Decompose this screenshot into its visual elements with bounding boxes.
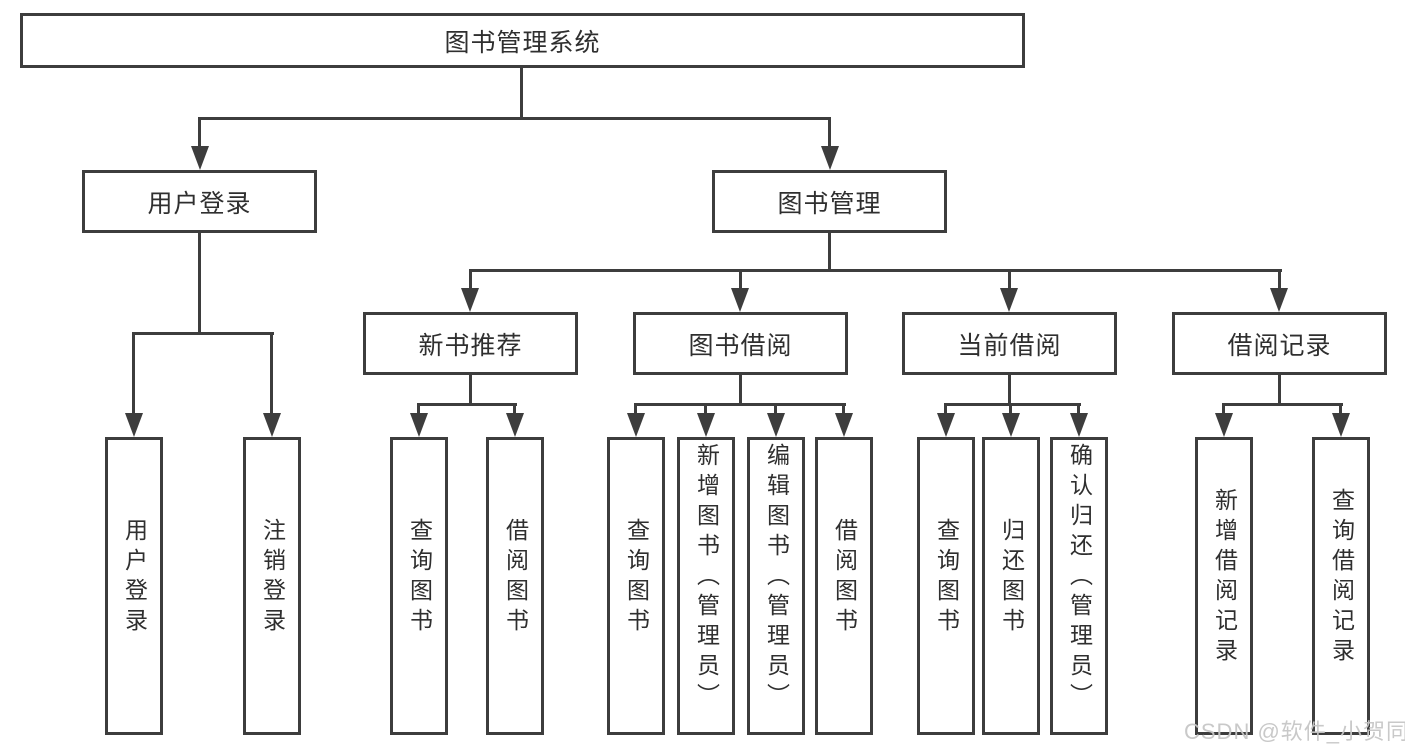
leaf-return-books: 归还图书 [982, 437, 1040, 735]
leaf-borrow-books-borrowing: 借阅图书 [815, 437, 873, 735]
connector-line [944, 403, 947, 416]
arrow-down-icon [937, 413, 955, 437]
arrow-down-icon [1215, 413, 1233, 437]
leaf-add-borrow-record: 新增借阅记录 [1195, 437, 1253, 735]
connector-line [634, 403, 846, 406]
node-label: 用户登录 [147, 189, 252, 218]
connector-line [1278, 269, 1281, 291]
connector-line [1278, 375, 1281, 406]
leaf-query-borrow-record: 查询借阅记录 [1312, 437, 1370, 735]
connector-line [417, 403, 420, 416]
connector-line [634, 403, 637, 416]
connector-line [704, 403, 707, 416]
leaf-borrow-books-recommend: 借阅图书 [486, 437, 544, 735]
leaf-label: 新增借阅记录 [1211, 488, 1238, 668]
connector-line [469, 375, 472, 406]
connector-line [739, 375, 742, 406]
arrow-down-icon [125, 413, 143, 437]
arrow-down-icon [1332, 413, 1350, 437]
connector-line [1222, 403, 1225, 416]
node-borrowing-records: 借阅记录 [1172, 312, 1387, 375]
connector-line [1077, 403, 1080, 416]
node-book-management: 图书管理 [712, 170, 947, 233]
leaf-query-books-borrowing: 查询图书 [607, 437, 665, 735]
leaf-label: 编辑图书（管理员） [763, 443, 790, 713]
arrow-down-icon [767, 413, 785, 437]
arrow-down-icon [627, 413, 645, 437]
node-label: 图书管理系统 [444, 28, 601, 57]
leaf-add-books-admin: 新增图书（管理员） [677, 437, 735, 735]
csdn-watermark: CSDN @软件_小贺同学 [1184, 719, 1405, 744]
arrow-down-icon [1002, 413, 1020, 437]
leaf-label: 用户登录 [121, 518, 148, 638]
connector-line [1339, 403, 1342, 416]
node-label: 当前借阅 [957, 331, 1062, 360]
leaf-label: 新增图书（管理员） [693, 443, 720, 713]
node-label: 图书借阅 [688, 331, 793, 360]
node-library-management-system: 图书管理系统 [20, 13, 1025, 68]
connector-line [842, 403, 845, 416]
connector-line [1008, 375, 1011, 406]
node-new-book-recommend: 新书推荐 [363, 312, 578, 375]
arrow-down-icon [410, 413, 428, 437]
leaf-label: 查询图书 [623, 518, 650, 638]
connector-line [270, 332, 273, 416]
connector-line [520, 68, 523, 119]
connector-line [132, 332, 274, 335]
leaf-logout: 注销登录 [243, 437, 301, 735]
connector-line [828, 233, 831, 271]
connector-line [132, 332, 135, 416]
leaf-label: 查询图书 [933, 518, 960, 638]
leaf-query-books-recommend: 查询图书 [390, 437, 448, 735]
arrow-down-icon [461, 288, 479, 312]
leaf-user-login: 用户登录 [105, 437, 163, 735]
connector-line [1009, 403, 1012, 416]
arrow-down-icon [263, 413, 281, 437]
connector-line [198, 233, 201, 334]
connector-line [198, 117, 201, 150]
leaf-confirm-return-admin: 确认归还（管理员） [1050, 437, 1108, 735]
node-user-login: 用户登录 [82, 170, 317, 233]
leaf-label: 借阅图书 [502, 518, 529, 638]
arrow-down-icon [697, 413, 715, 437]
arrow-down-icon [821, 146, 839, 170]
arrow-down-icon [1000, 288, 1018, 312]
arrow-down-icon [1270, 288, 1288, 312]
node-label: 图书管理 [777, 189, 882, 218]
leaf-label: 借阅图书 [831, 518, 858, 638]
leaf-query-books-current: 查询图书 [917, 437, 975, 735]
leaf-label: 查询图书 [406, 518, 433, 638]
leaf-label: 确认归还（管理员） [1066, 443, 1093, 713]
connector-line [1008, 269, 1011, 291]
node-book-borrowing: 图书借阅 [633, 312, 848, 375]
connector-line [944, 403, 1081, 406]
connector-line [828, 117, 831, 150]
arrow-down-icon [835, 413, 853, 437]
leaf-label: 归还图书 [998, 518, 1025, 638]
leaf-label: 查询借阅记录 [1328, 488, 1355, 668]
connector-line [198, 117, 831, 120]
connector-line [774, 403, 777, 416]
connector-line [1222, 403, 1343, 406]
arrow-down-icon [731, 288, 749, 312]
connector-line [469, 269, 472, 291]
arrow-down-icon [506, 413, 524, 437]
arrow-down-icon [1070, 413, 1088, 437]
connector-line [469, 269, 1282, 272]
node-current-borrowing: 当前借阅 [902, 312, 1117, 375]
arrow-down-icon [191, 146, 209, 170]
connector-line [739, 269, 742, 291]
leaf-edit-books-admin: 编辑图书（管理员） [747, 437, 805, 735]
connector-line [417, 403, 517, 406]
node-label: 新书推荐 [418, 331, 523, 360]
connector-line [513, 403, 516, 416]
leaf-label: 注销登录 [259, 518, 286, 638]
node-label: 借阅记录 [1227, 331, 1332, 360]
